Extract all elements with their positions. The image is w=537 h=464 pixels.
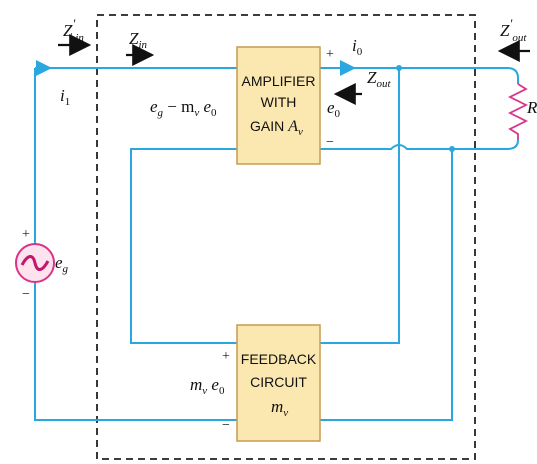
i1-label: i1 — [60, 86, 70, 108]
amplifier-input-voltage: eg − mv e0 — [150, 97, 217, 119]
amplifier-line1: AMPLIFIER — [242, 73, 316, 89]
zout-label: Zout — [367, 68, 391, 90]
wire-amp-minus-loop — [130, 148, 237, 344]
load-resistor — [507, 83, 529, 140]
junction-dot — [449, 146, 455, 152]
wire-feedback-top — [320, 68, 400, 344]
wire-bottom-output — [320, 139, 519, 150]
eg-label: eg — [55, 253, 69, 275]
amplifier-line2: WITH — [261, 94, 297, 110]
feedback-mv: mv — [271, 397, 288, 419]
wire-top-output — [320, 67, 519, 84]
zout-prime-label: Z′out — [500, 16, 527, 44]
feedback-line1: FEEDBACK — [241, 351, 317, 367]
wire-left-bottom — [34, 282, 237, 421]
source-plus-sign: + — [22, 227, 30, 242]
amp-minus-sign: − — [326, 135, 334, 150]
fb-minus-sign: − — [222, 418, 230, 433]
feedback-output-voltage: mv e0 — [190, 375, 225, 397]
zin-prime-label: Z′in — [63, 16, 84, 44]
feedback-line2: CIRCUIT — [250, 374, 307, 390]
amplifier-block — [236, 46, 321, 165]
amplifier-output-voltage: e0 — [327, 98, 341, 120]
wires — [34, 67, 519, 421]
i0-label: i0 — [352, 36, 363, 58]
junction-dot — [396, 65, 402, 71]
wire-feedback-bottom — [320, 149, 453, 421]
signal-source — [15, 243, 55, 283]
rl-label: Rl — [526, 98, 537, 120]
amp-plus-sign: + — [326, 47, 334, 62]
zin-label: Zin — [129, 29, 148, 51]
feedback-block — [236, 324, 321, 442]
amplifier-boundary — [96, 14, 476, 460]
fb-plus-sign: + — [222, 349, 230, 364]
source-minus-sign: − — [22, 287, 30, 302]
